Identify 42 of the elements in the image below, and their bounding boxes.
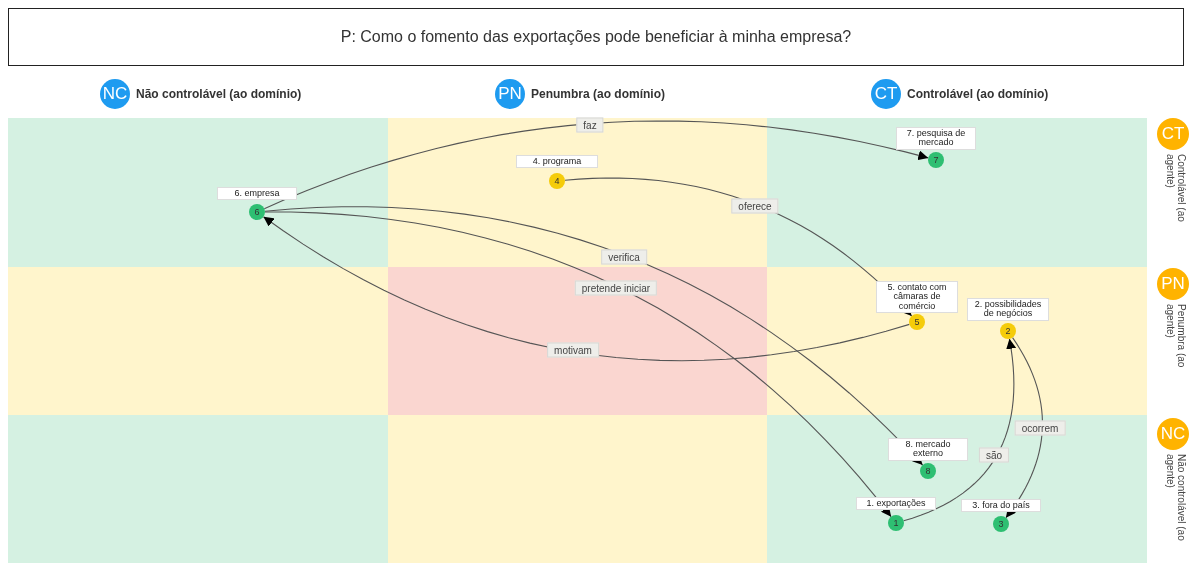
badge: CT <box>1157 118 1189 150</box>
arrow <box>264 206 924 466</box>
title: P: Como o fomento das exportações pode beneficiar à minha empresa? <box>8 8 1184 66</box>
concept-node <box>967 298 1049 339</box>
row-heading: Penumbra (ao agente) <box>1165 304 1187 370</box>
arrow <box>262 216 910 362</box>
concept-label: 3. fora do país <box>961 499 1041 513</box>
column-heading: Controlável (ao domínio) <box>907 87 1049 101</box>
edge-label: ocorrem <box>1014 420 1066 436</box>
row-heading: Controlável (ao agente) <box>1165 154 1187 224</box>
concept-node <box>896 127 976 168</box>
concept-node <box>961 499 1041 532</box>
concept-label: 1. exportações <box>856 497 936 511</box>
arrow <box>264 211 892 518</box>
badge: PN <box>495 79 525 109</box>
arrow <box>903 338 1017 522</box>
column-heading: Penumbra (ao domínio) <box>531 87 665 101</box>
concept-label: 5. contato com câmaras de comércio <box>876 281 958 314</box>
concept-node <box>888 438 968 479</box>
concept-label: 8. mercado externo <box>888 438 968 461</box>
arrow <box>1005 337 1043 519</box>
concept-label: 2. possibilidades de negócios <box>967 298 1049 321</box>
edge-label: motivam <box>547 342 599 358</box>
concept-node <box>856 497 936 531</box>
edge-label: pretende iniciar <box>574 280 658 296</box>
badge: PN <box>1157 268 1189 300</box>
concept-node <box>217 187 297 220</box>
concept-node <box>516 155 598 189</box>
edge-label: oferece <box>731 198 779 214</box>
badge: CT <box>871 79 901 109</box>
edge-label: faz <box>576 117 604 133</box>
concept-label: 4. programa <box>516 155 598 169</box>
arrow <box>263 120 929 210</box>
badge: NC <box>100 79 130 109</box>
edge-label: verifica <box>601 249 647 265</box>
row-heading: Não controlável (ao agente) <box>1165 454 1187 543</box>
badge: NC <box>1157 418 1189 450</box>
column-heading: Não controlável (ao domínio) <box>136 87 302 101</box>
edge-label: são <box>978 447 1010 463</box>
concept-label: 7. pesquisa de mercado <box>896 127 976 150</box>
concept-label: 6. empresa <box>217 187 297 201</box>
concept-node <box>876 281 958 330</box>
